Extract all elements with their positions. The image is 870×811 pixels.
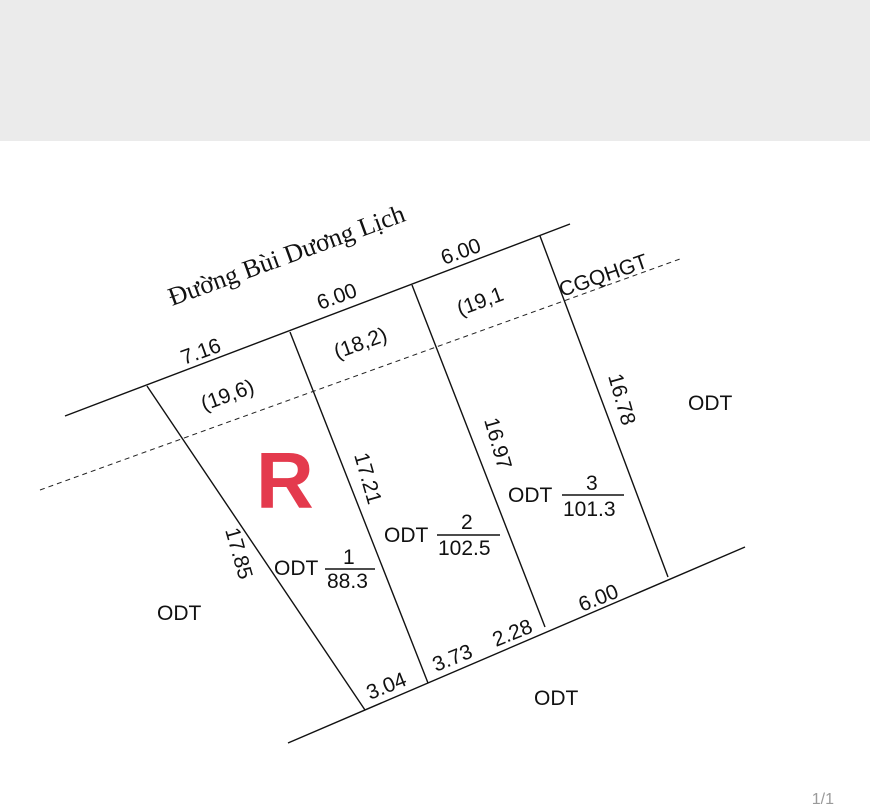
parcel-1-number: 1 [343,546,355,569]
rear-dimension-lot-1: 3.04 [363,668,410,705]
parcel-1-area: 88.3 [327,570,368,593]
parcel-3-land-use: ODT [508,484,553,507]
red-r-marker: R [256,436,314,525]
road-name-label: Đường Bùi Dương Lịch [164,199,409,312]
rear-boundary-line [287,546,746,744]
lot-1-2-boundary [289,331,429,684]
parcel-3-area: 101.3 [563,498,616,521]
road-width-east: (19,1 [454,283,507,321]
page-counter: 1/1 [811,791,834,808]
parcel-2-area: 102.5 [438,537,491,560]
neighbor-land-use-east: ODT [688,392,733,415]
parcel-3-number: 3 [586,472,598,495]
lot-1-west-boundary [146,385,366,711]
neighbor-land-use-west: ODT [157,602,202,625]
road-width-middle: (18,2) [331,323,390,363]
road-reserve-label: CGQHGT [556,250,651,302]
road-frontage-line [64,223,571,417]
parcel-2-land-use: ODT [384,524,429,547]
frontage-dimension-middle: 6.00 [314,279,360,315]
rear-dimension-lot-3: 6.00 [575,580,622,617]
parcel-2-number: 2 [461,511,473,534]
rear-dimension-lot-2: 3.73 [429,640,476,677]
viewer-top-band [0,0,870,141]
plan-sheet: Đường Bùi Dương Lịch CGQHGT 7.16 6.00 6.… [0,141,870,811]
parcel-1-land-use: ODT [274,557,319,580]
side-dimension-lot-1-west: 17.85 [220,525,257,582]
lot-3-east-boundary [539,235,669,578]
planned-road-line [39,258,681,491]
side-dimension-lot-2-3: 16.97 [479,415,516,472]
lot-2-3-boundary [411,284,546,628]
neighbor-land-use-south: ODT [534,687,579,710]
road-width-west: (19,6) [198,375,257,415]
cadastral-plan: Đường Bùi Dương Lịch CGQHGT 7.16 6.00 6.… [39,199,746,744]
frontage-dimension-east: 6.00 [438,234,484,270]
